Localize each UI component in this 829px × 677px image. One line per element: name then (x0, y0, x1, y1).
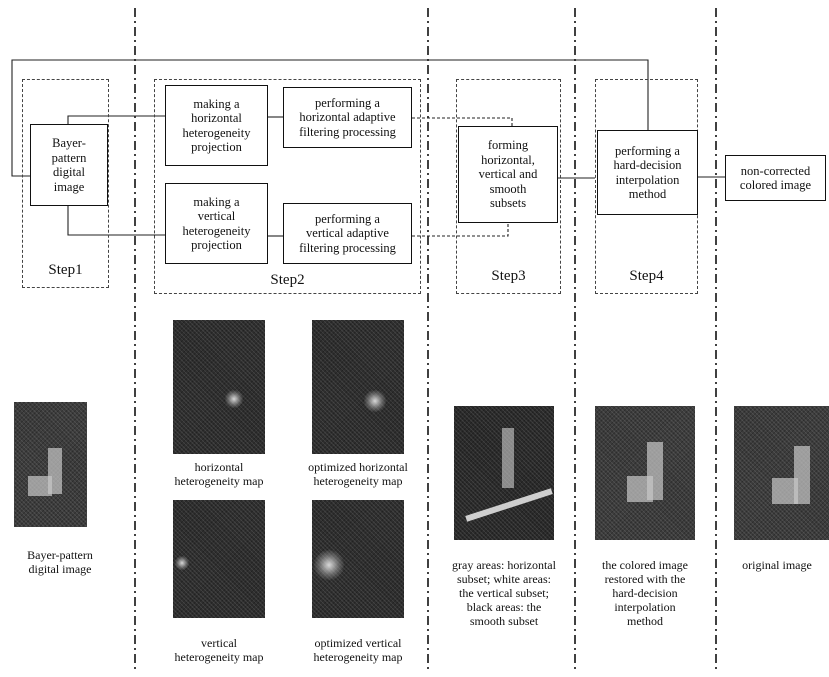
connector-v-filter-to-subsets (412, 222, 509, 237)
subsets-box: forming horizontal, vertical and smooth … (458, 126, 558, 223)
v-map-caption: vertical heterogeneity map (174, 636, 264, 664)
output-label: non-corrected colored image (739, 163, 812, 193)
restored-image-caption: the colored image restored with the hard… (602, 558, 688, 628)
bayer-input-box: Bayer- pattern digital image (30, 124, 108, 206)
hard-decision-label: performing a hard-decision interpolation… (613, 143, 682, 202)
v-heterogeneity-map-image (173, 500, 265, 618)
step2-group (154, 79, 421, 294)
original-image-caption: original image (742, 558, 812, 572)
connector-to-h-projection (67, 115, 165, 124)
v-filtering-label: performing a vertical adaptive filtering… (299, 211, 396, 255)
bayer-input-label: Bayer- pattern digital image (51, 136, 87, 194)
subset-map-caption: gray areas: horizontal subset; white are… (452, 558, 556, 628)
hard-decision-box: performing a hard-decision interpolation… (597, 130, 698, 215)
opt-h-heterogeneity-map-image (312, 320, 404, 454)
subsets-label: forming horizontal, vertical and smooth … (478, 138, 538, 211)
step4-label: Step4 (629, 268, 664, 284)
connector-to-v-projection (67, 206, 165, 236)
step3-group (456, 79, 561, 294)
output-box: non-corrected colored image (725, 155, 826, 201)
top-loop-connector (11, 59, 649, 177)
step1-group (22, 79, 109, 288)
step1-label: Step1 (48, 262, 83, 278)
h-heterogeneity-map-image (173, 320, 265, 454)
v-projection-label: making a vertical heterogeneity projecti… (182, 194, 251, 253)
bayer-pattern-image (14, 402, 87, 527)
h-filtering-box: performing a horizontal adaptive filteri… (283, 87, 412, 148)
v-filtering-box: performing a vertical adaptive filtering… (283, 203, 412, 264)
connector-h-filter-to-subsets (412, 117, 513, 128)
opt-h-map-caption: optimized horizontal heterogeneity map (308, 460, 408, 488)
original-image (734, 406, 829, 540)
h-projection-box: making a horizontal heterogeneity projec… (165, 85, 268, 166)
h-filtering-label: performing a horizontal adaptive filteri… (299, 95, 396, 139)
step2-label: Step2 (270, 272, 305, 288)
h-map-caption: horizontal heterogeneity map (174, 460, 264, 488)
step3-label: Step3 (491, 268, 526, 284)
opt-v-heterogeneity-map-image (312, 500, 404, 618)
restored-image (595, 406, 695, 540)
h-projection-label: making a horizontal heterogeneity projec… (182, 96, 251, 155)
opt-v-map-caption: optimized vertical heterogeneity map (313, 636, 403, 664)
bayer-image-caption: Bayer-pattern digital image (27, 548, 93, 576)
v-projection-box: making a vertical heterogeneity projecti… (165, 183, 268, 264)
subset-map-image (454, 406, 554, 540)
